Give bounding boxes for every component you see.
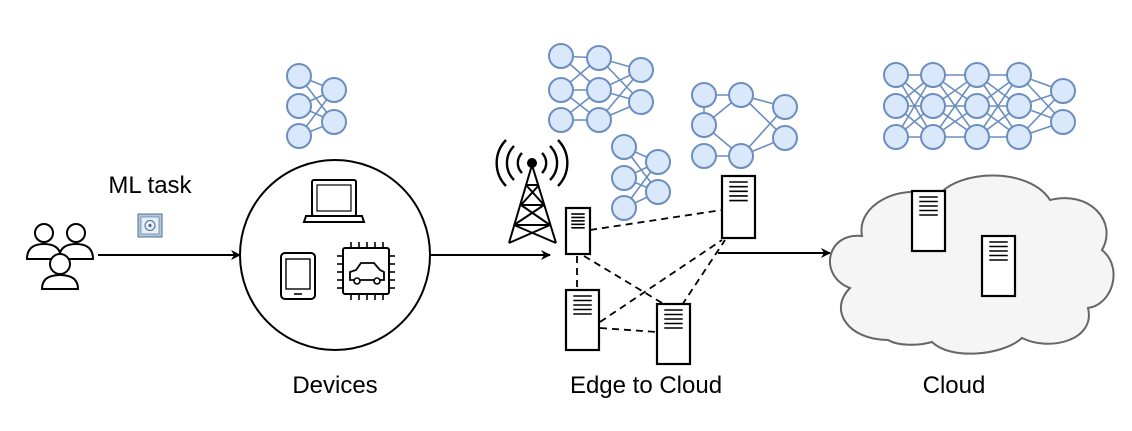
nn-node [628, 57, 654, 83]
nn-node [691, 82, 717, 108]
ml-task-label: ML task [108, 172, 192, 199]
nn-node [321, 109, 347, 135]
nn-node [645, 149, 671, 175]
tablet-icon [280, 252, 316, 300]
nn-node [883, 93, 909, 119]
nn-node [286, 93, 312, 119]
nn-node [691, 143, 717, 169]
nn-node [586, 77, 612, 103]
server-icon [564, 288, 601, 352]
nn-devices [286, 63, 347, 149]
server-icon [980, 234, 1017, 298]
nn-edge-1 [548, 43, 654, 133]
nn-node [611, 195, 637, 221]
server-icon [655, 302, 692, 366]
users-icon [25, 223, 95, 290]
servers [564, 174, 1017, 366]
nn-node [586, 107, 612, 133]
devices-label: Devices [292, 372, 377, 399]
nn-node [920, 62, 946, 88]
nn-node [548, 77, 574, 103]
ml-task-icon [137, 213, 163, 238]
nn-node [728, 82, 754, 108]
nn-node [1006, 93, 1032, 119]
nn-edge-3 [691, 82, 798, 169]
nn-node [691, 112, 717, 138]
nn-node [548, 43, 574, 69]
cloud-icon [829, 174, 1115, 355]
nn-node [321, 77, 347, 103]
nn-node [964, 93, 990, 119]
nn-node [772, 125, 798, 151]
nn-node [1050, 109, 1076, 135]
cloud-label: Cloud [923, 372, 986, 399]
car-chip-icon [337, 242, 395, 300]
edge-to-cloud-label: Edge to Cloud [570, 372, 722, 399]
nn-edge-2 [611, 134, 671, 221]
server-icon [910, 189, 947, 253]
nn-node [286, 63, 312, 89]
nn-node [920, 93, 946, 119]
nn-node [728, 143, 754, 169]
server-icon [720, 174, 757, 240]
nn-node [628, 89, 654, 115]
nn-node [772, 94, 798, 120]
devices-circle [239, 159, 431, 351]
nn-node [1050, 78, 1076, 104]
nn-node [586, 45, 612, 71]
nn-node [645, 179, 671, 205]
nn-node [611, 165, 637, 191]
edge-links [576, 209, 726, 333]
laptop-icon [302, 179, 366, 223]
nn-node [964, 124, 990, 150]
nn-node [548, 107, 574, 133]
nn-node [611, 134, 637, 160]
cell-tower-icon [495, 139, 569, 244]
nn-node [1006, 62, 1032, 88]
server-icon [564, 206, 592, 256]
nn-cloud [883, 62, 1076, 150]
nn-node [286, 123, 312, 149]
nn-node [920, 124, 946, 150]
nn-node [1006, 124, 1032, 150]
nn-node [883, 124, 909, 150]
nn-node [964, 62, 990, 88]
nn-node [883, 62, 909, 88]
